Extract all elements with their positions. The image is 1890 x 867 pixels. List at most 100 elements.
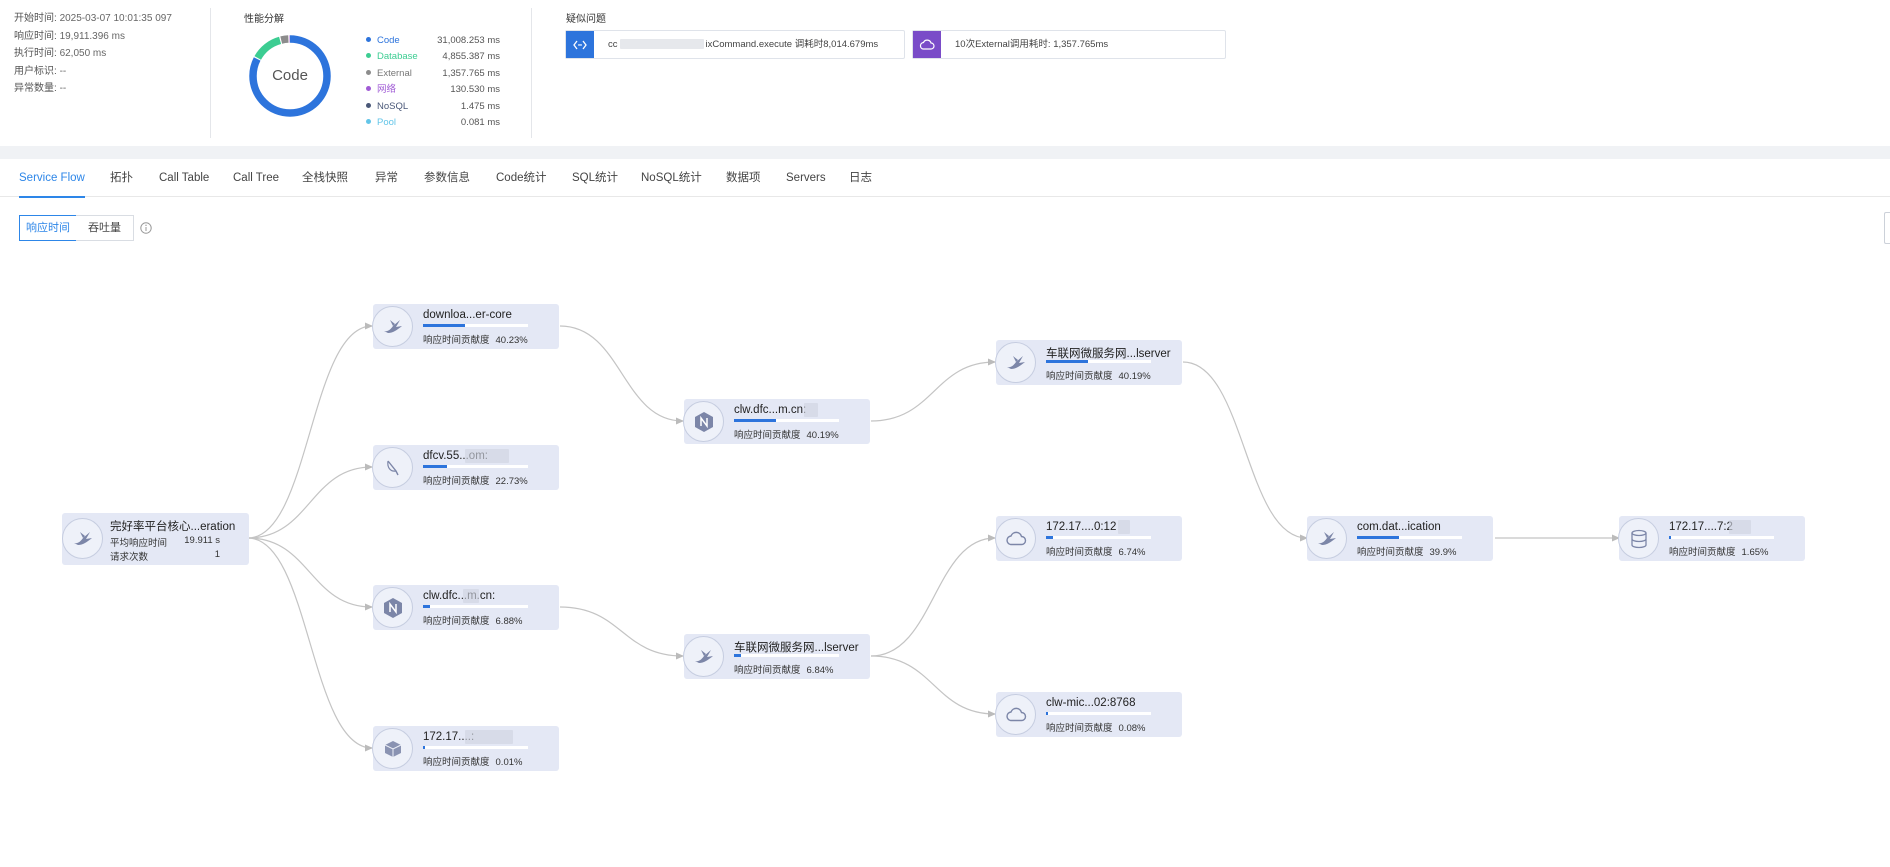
database-icon	[1618, 518, 1659, 559]
feather-icon	[372, 447, 413, 488]
tab-sql-stats[interactable]: SQL统计	[572, 172, 619, 184]
node-name: 172.17....0:12	[1046, 521, 1117, 533]
tab-logs[interactable]: 日志	[849, 172, 872, 184]
donut-slice-网络[interactable]	[249, 35, 331, 117]
legend-dot	[366, 86, 371, 92]
contribution-bar-fill	[423, 465, 447, 468]
bird-icon	[62, 518, 103, 559]
node-name: clw.dfc...m.cn:	[734, 404, 807, 416]
tab-full-stack-snapshot[interactable]: 全栈快照	[302, 172, 348, 184]
node-name: 172.17....7:2	[1669, 521, 1733, 533]
tab-call-tree[interactable]: Call Tree	[233, 172, 280, 184]
tab-code-stats[interactable]: Code统计	[496, 172, 547, 184]
cloud-icon	[995, 518, 1036, 559]
node-name: clw.dfc...m.cn:	[423, 590, 496, 602]
edge-n6-n9	[870, 655, 996, 718]
node-name: downloa...er-core	[423, 309, 512, 321]
info-icon[interactable]	[140, 222, 152, 234]
tab-exceptions[interactable]: 异常	[375, 172, 398, 184]
contribution-bar-fill	[423, 324, 466, 327]
contribution-bar	[1046, 536, 1151, 539]
contribution-bar	[423, 605, 528, 608]
contribution-bar	[1669, 536, 1774, 539]
trace-summary: 开始时间: 2025-03-07 10:01:35 097 响应时间: 19,9…	[0, 0, 1890, 146]
toggle-response-time[interactable]: 响应时间	[19, 215, 77, 241]
tab-service-flow[interactable]: Service Flow	[19, 159, 85, 198]
redacted-block	[619, 39, 704, 50]
contribution-bar-fill	[423, 746, 425, 749]
contribution-bar	[423, 324, 528, 327]
contribution-bar	[734, 654, 839, 657]
issue-text: 10次External调用耗时: 1,357.765ms	[955, 39, 1109, 50]
contribution-bar-fill	[1046, 712, 1048, 715]
tab-nosql-stats[interactable]: NoSQL统计	[641, 172, 702, 184]
legend-dot	[366, 118, 371, 124]
tab-servers[interactable]: Servers	[786, 172, 826, 184]
bird-icon	[995, 342, 1036, 383]
contribution-bar-fill	[734, 654, 742, 657]
edge-n7-n10	[1182, 361, 1308, 542]
issue-card-external[interactable]: 10次External调用耗时: 1,357.765ms	[912, 30, 1226, 59]
redacted-block	[463, 589, 479, 603]
legend-dot	[366, 102, 371, 108]
edge-root-n2	[247, 463, 373, 539]
tab-data-items[interactable]: 数据项	[726, 172, 761, 184]
nginx-icon	[372, 587, 413, 628]
panel-collapse-handle[interactable]	[1884, 212, 1890, 244]
contribution-bar	[423, 465, 528, 468]
info-exec-time: 执行时间: 62,050 ms	[14, 48, 107, 59]
contribution-bar	[734, 419, 839, 422]
contribution-bar	[1046, 360, 1151, 363]
edge-root-n1	[247, 322, 373, 539]
tab-call-table[interactable]: Call Table	[159, 172, 210, 184]
redacted-block	[1118, 520, 1130, 534]
tab-params[interactable]: 参数信息	[424, 172, 470, 184]
redacted-block	[804, 403, 818, 417]
contribution-bar	[1357, 536, 1462, 539]
nginx-icon	[683, 401, 724, 442]
edge-n1-n5	[559, 325, 684, 425]
tab-topology[interactable]: 拓扑	[110, 172, 133, 184]
edge-root-n3	[247, 537, 373, 611]
bird-icon	[683, 636, 724, 677]
contribution-bar-fill	[1669, 536, 1671, 539]
legend-dot	[366, 36, 371, 42]
redacted-block	[465, 730, 513, 744]
cloud-icon	[913, 31, 941, 58]
bird-icon	[1306, 518, 1347, 559]
legend-dot	[366, 53, 371, 59]
cloud-icon	[995, 694, 1036, 735]
root-node-name: 完好率平台核心...eration	[110, 521, 236, 533]
divider	[210, 8, 211, 138]
redacted-block	[1729, 520, 1751, 534]
toggle-throughput[interactable]: 吞吐量	[76, 215, 134, 241]
